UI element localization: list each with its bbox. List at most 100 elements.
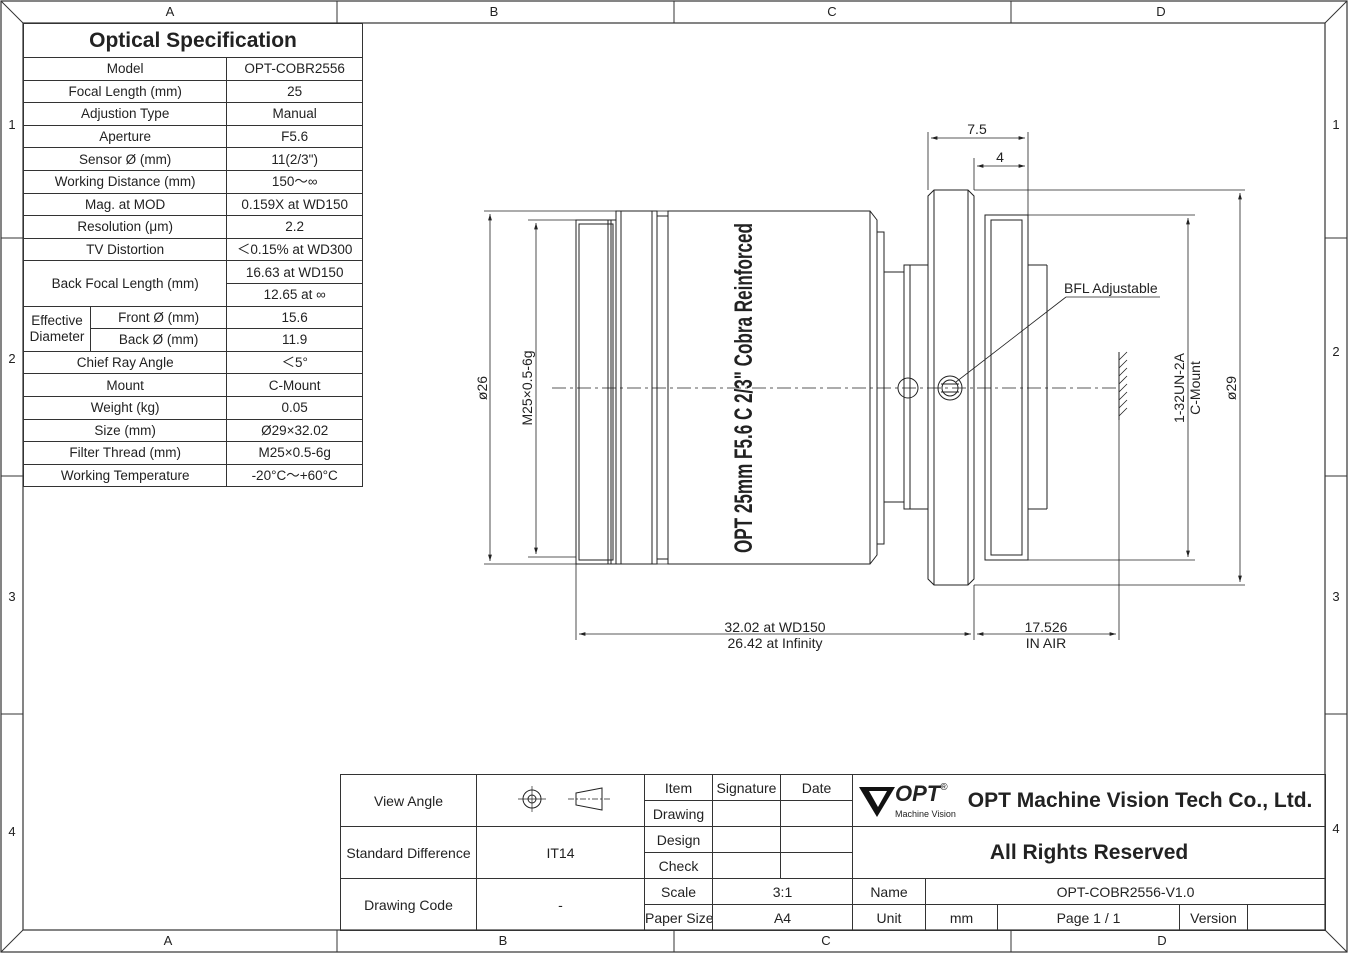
- zone-label-left-3: 3: [8, 589, 16, 604]
- tb-drawing-code-value: -: [476, 878, 645, 931]
- zone-label-left-2: 2: [8, 351, 16, 366]
- tb-drawing: Drawing: [644, 800, 713, 827]
- spec-value-back: 11.9: [226, 328, 363, 352]
- c-mount-thread: [984, 214, 1029, 561]
- spec-value: OPT-COBR2556: [226, 57, 363, 81]
- opt-logo-text: OPT: [895, 780, 941, 806]
- spec-value: -20°C～+60°C: [226, 463, 363, 488]
- tb-design: Design: [644, 826, 713, 853]
- leader-bfl-adjustable: [955, 296, 1067, 383]
- dim-label-4: 4: [996, 149, 1004, 165]
- spec-label-bfl: Back Focal Length (mm): [22, 260, 228, 307]
- label-bfl-adjustable: BFL Adjustable: [1064, 280, 1158, 296]
- rear-flange: [927, 189, 975, 586]
- spec-row: Working Temperature-20°C～+60°C: [22, 463, 363, 488]
- tb-check: Check: [644, 852, 713, 879]
- tb-name: Name: [852, 878, 926, 905]
- title-block: View Angle Item Signature Date: [340, 774, 1327, 931]
- lens-barrel-engraving: OPT 25mm F5.6 C 2/3" Cobra Reinforced: [730, 223, 758, 553]
- tb-projection-symbol: [476, 774, 645, 827]
- tb-item: Item: [644, 774, 713, 801]
- front-thread-outline: [575, 219, 617, 565]
- dim-label-m25: M25×0.5-6g: [519, 350, 535, 425]
- spec-label: Working Temperature: [22, 463, 228, 488]
- zone-label-bottom-b: B: [498, 933, 508, 948]
- zone-label-right-3: 3: [1332, 589, 1340, 604]
- neck-ring: [903, 264, 929, 510]
- zone-label-bottom-d: D: [1157, 933, 1167, 948]
- tb-drawing-date: [780, 800, 853, 827]
- dim-label-dia26: ø26: [474, 376, 490, 400]
- spec-value-bfl-wd150: 16.63 at WD150: [226, 260, 363, 284]
- company-name: OPT Machine Vision Tech Co., Ltd.: [967, 788, 1313, 812]
- spec-title: Optical Specification: [23, 23, 363, 58]
- tb-version: Version: [1179, 904, 1248, 931]
- zone-label-right-4: 4: [1332, 821, 1340, 836]
- tb-scale-value: 3:1: [712, 878, 853, 905]
- zone-label-top-b: B: [489, 4, 499, 19]
- zone-label-bottom-c: C: [821, 933, 831, 948]
- opt-logo-icon: [859, 786, 895, 817]
- tb-view-angle-label: View Angle: [340, 774, 477, 827]
- spec-label-effective-diameter: Effective Diameter: [23, 305, 91, 352]
- tb-unit: Unit: [852, 904, 926, 931]
- tb-design-signature: [712, 826, 781, 853]
- dim-label-length-wd150: 32.02 at WD150: [724, 619, 825, 635]
- spec-label: Mount: [22, 373, 228, 397]
- spec-label: TV Distortion: [22, 237, 228, 262]
- zone-label-right-1: 1: [1332, 117, 1340, 132]
- main-barrel: [667, 210, 878, 565]
- zone-label-bottom-a: A: [163, 933, 173, 948]
- spec-value: ＜5°: [226, 350, 363, 375]
- spec-label: Working Distance (mm): [22, 169, 228, 194]
- spec-row: Back Focal Length (mm)16.63 at WD150: [22, 260, 363, 307]
- tb-date: Date: [780, 774, 853, 801]
- tb-scale: Scale: [644, 878, 713, 905]
- spec-label: Focal Length (mm): [22, 79, 228, 104]
- tb-paper-size: Paper Size: [644, 904, 713, 931]
- tb-version-value: [1246, 904, 1327, 931]
- spec-value: 2.2: [226, 215, 363, 239]
- tb-check-date: [780, 852, 853, 879]
- zone-label-left-1: 1: [8, 117, 16, 132]
- spec-row: TV Distortion＜0.15% at WD300: [22, 237, 363, 262]
- dim-label-in-air: IN AIR: [1026, 635, 1066, 651]
- dim-label-bfl: 17.526: [1025, 619, 1068, 635]
- tb-standard-difference-value: IT14: [476, 826, 645, 879]
- tb-signature: Signature: [712, 774, 781, 801]
- zone-label-top-c: C: [827, 4, 837, 19]
- third-angle-projection-icon: [517, 786, 610, 812]
- dim-label-length-infinity: 26.42 at Infinity: [728, 635, 823, 651]
- dim-label-dia29: ø29: [1223, 376, 1239, 400]
- tb-standard-difference-label: Standard Difference: [340, 826, 477, 879]
- front-ring: [615, 210, 658, 565]
- tb-drawing-code-label: Drawing Code: [340, 878, 477, 931]
- dim-label-mount-name: C-Mount: [1187, 361, 1203, 415]
- tb-paper-size-value: A4: [712, 904, 853, 931]
- tb-company-cell: OPT® Machine Vision OPT Machine Vision T…: [851, 774, 1327, 827]
- tb-unit-value: mm: [925, 904, 998, 931]
- opt-logo-subtitle: Machine Vision: [895, 808, 956, 819]
- spec-row: Working Distance (mm)150～∞: [22, 169, 363, 194]
- spec-row: Filter Thread (mm)M25×0.5-6g: [22, 441, 363, 465]
- spec-label: Filter Thread (mm): [22, 441, 228, 465]
- spec-row: Chief Ray Angle＜5°: [22, 350, 363, 375]
- spec-row: Size (mm)Ø29×32.02: [22, 418, 363, 443]
- spec-value: ＜0.15% at WD300: [226, 237, 363, 262]
- tb-name-value: OPT-COBR2556-V1.0: [924, 878, 1327, 905]
- zone-label-right-2: 2: [1332, 344, 1340, 359]
- dim-label-7-5: 7.5: [967, 121, 987, 137]
- tb-drawing-signature: [712, 800, 781, 827]
- tb-design-date: [780, 826, 853, 853]
- dim-label-mount-thread: 1-32UN-2A: [1171, 352, 1187, 423]
- zone-label-top-a: A: [165, 4, 175, 19]
- tb-check-signature: [712, 852, 781, 879]
- zone-label-left-4: 4: [8, 824, 16, 839]
- spec-value: 0.159X at WD150: [226, 192, 363, 217]
- spec-row: Resolution (μm)2.2: [22, 215, 363, 239]
